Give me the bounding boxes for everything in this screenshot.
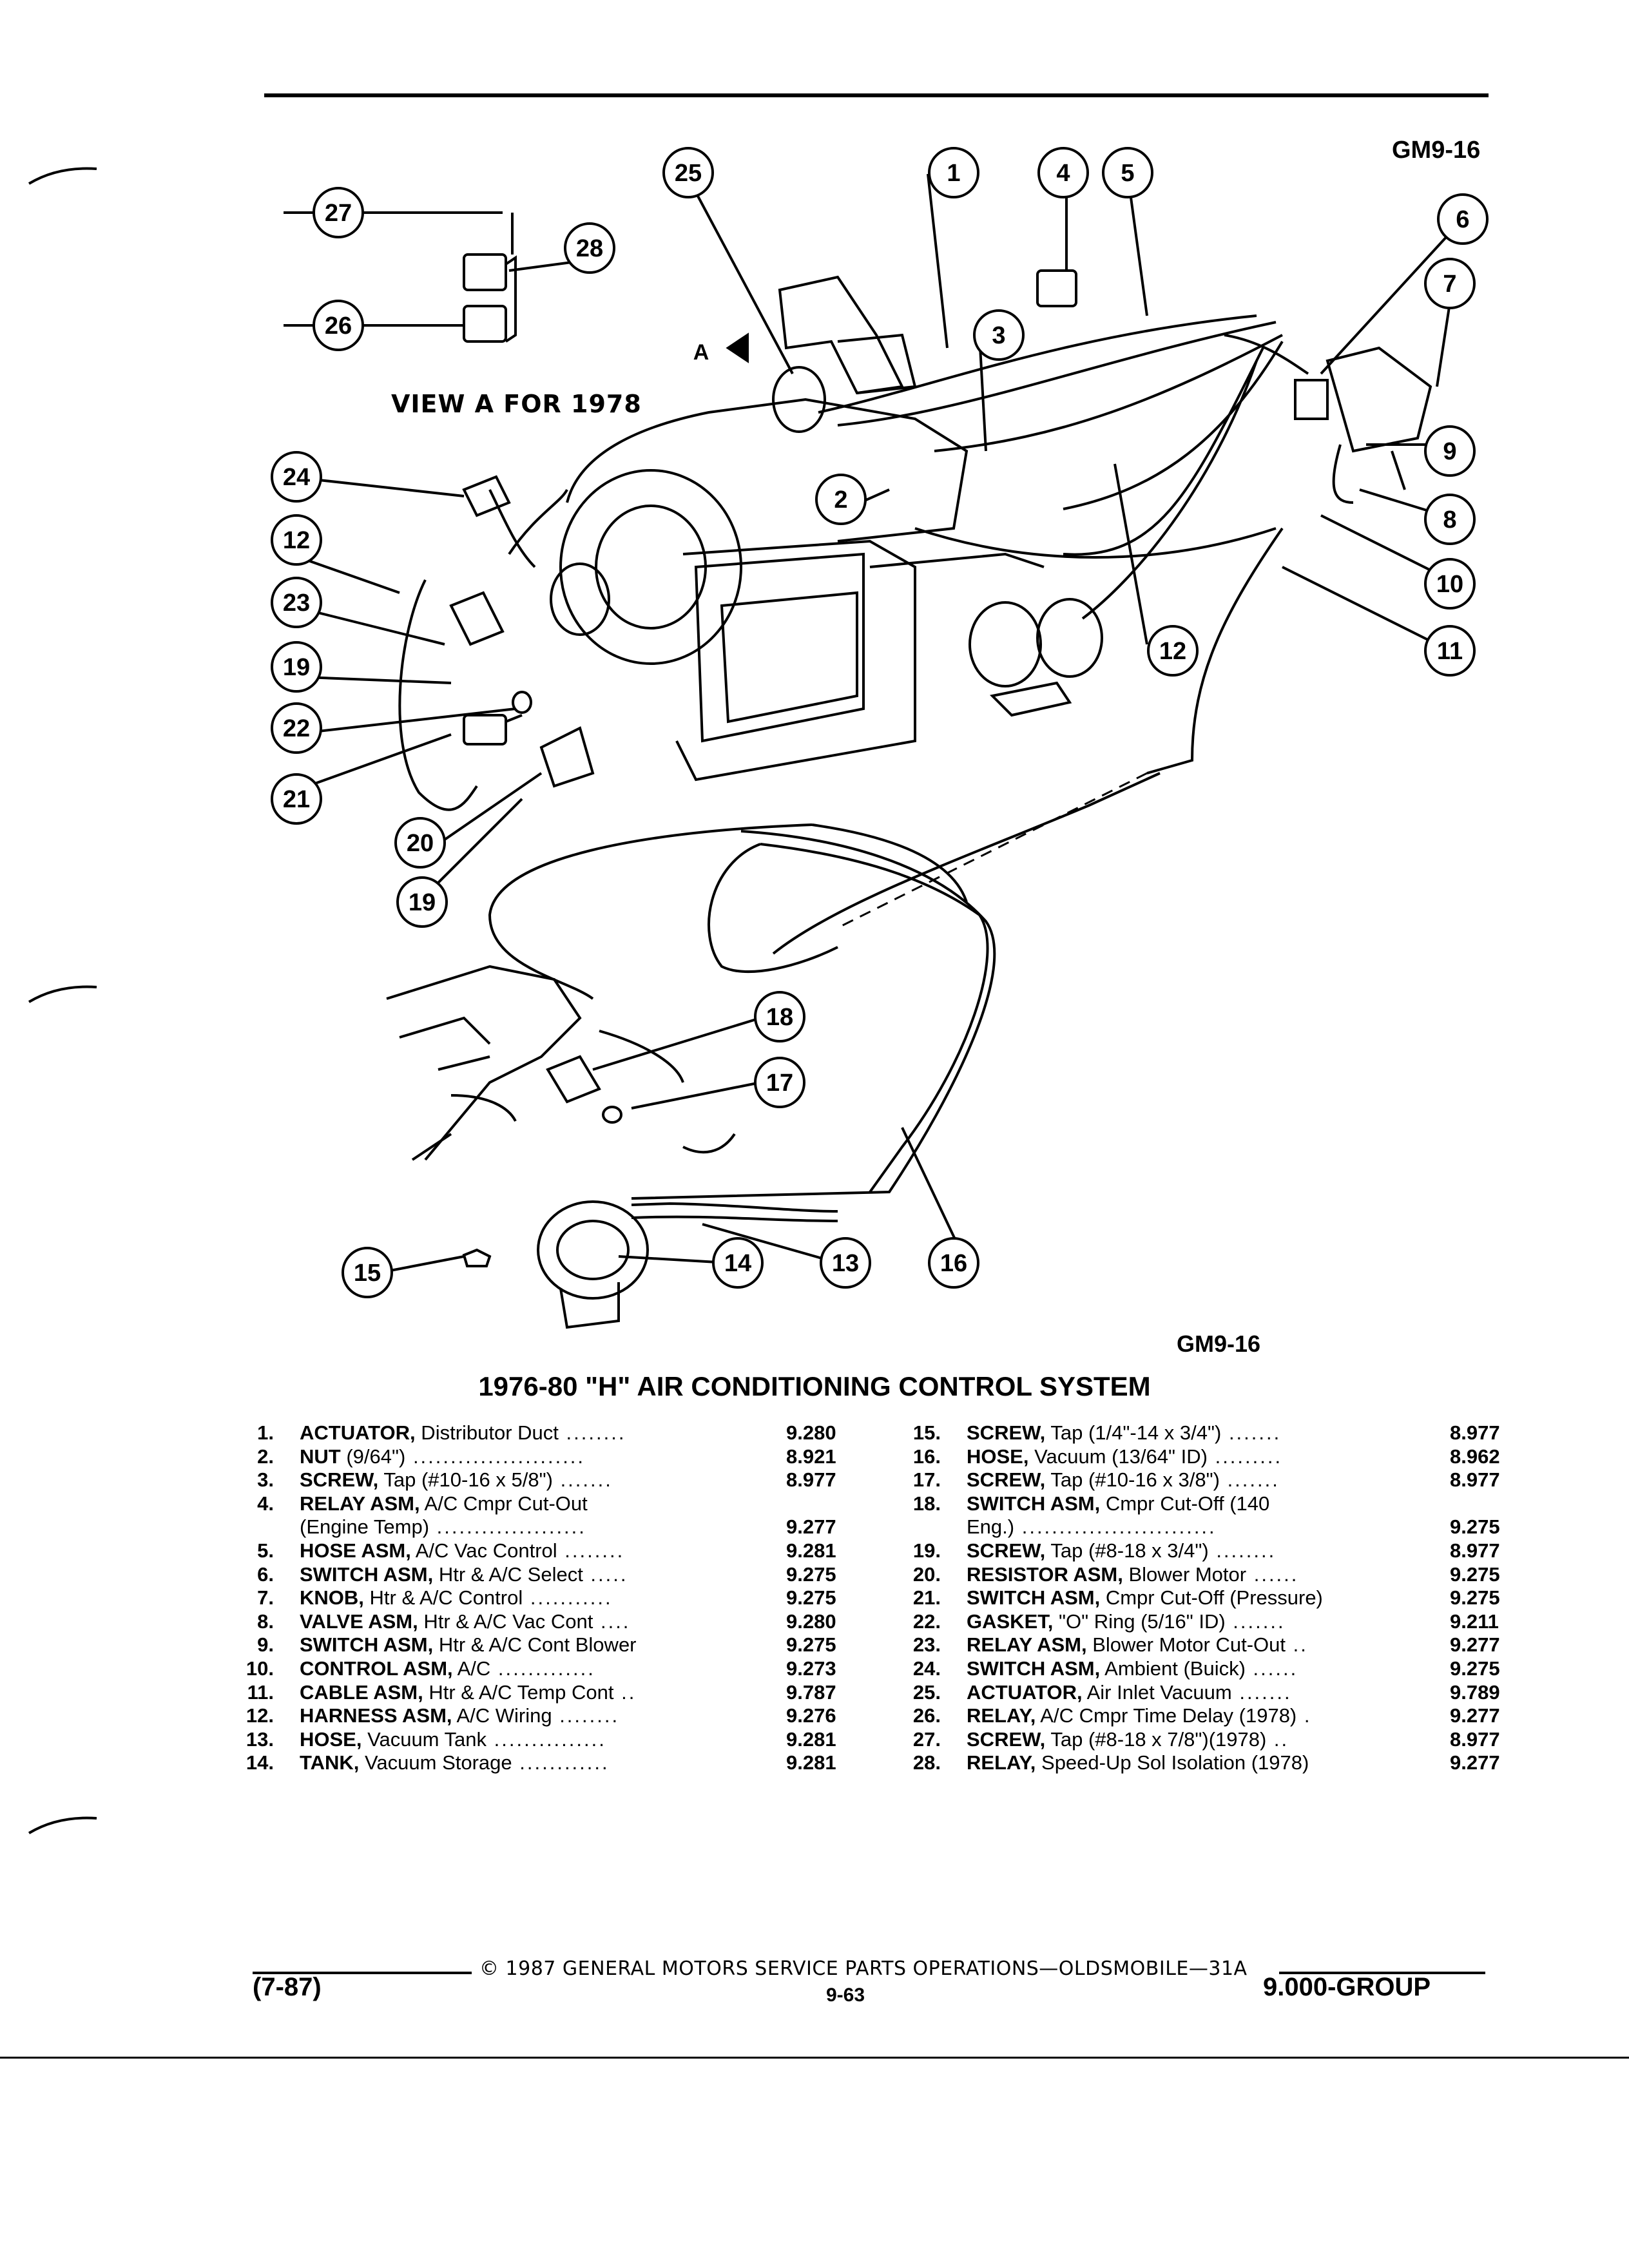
callout-20: 20 <box>407 830 434 857</box>
footer-copyright: © 1987 GENERAL MOTORS SERVICE PARTS OPER… <box>479 1957 1248 1980</box>
callout-22: 22 <box>283 715 310 742</box>
list-item: 26.RELAY, A/C Cmpr Time Delay (1978) .9.… <box>912 1704 1500 1727</box>
view-a-marker: A <box>693 340 709 365</box>
list-item: 17.SCREW, Tap (#10-16 x 3/8") .......8.9… <box>912 1468 1500 1492</box>
list-item: 24.SWITCH ASM, Ambient (Buick) ......9.2… <box>912 1657 1500 1680</box>
bottom-rule <box>0 2057 1629 2059</box>
margin-marks <box>28 167 97 1834</box>
list-item: 27.SCREW, Tap (#8-18 x 7/8")(1978) ..8.9… <box>912 1727 1500 1751</box>
footer-group: 9.000-GROUP <box>1263 1973 1431 2001</box>
list-item: 14.TANK, Vacuum Storage ............9.28… <box>246 1751 836 1774</box>
callout-6: 6 <box>1456 206 1469 233</box>
list-item: 28.RELAY, Speed-Up Sol Isolation (1978)9… <box>912 1751 1500 1774</box>
callout-4: 4 <box>1056 160 1070 187</box>
callout-17: 17 <box>766 1070 793 1097</box>
callout-14: 14 <box>724 1250 751 1277</box>
callout-11: 11 <box>1437 638 1463 665</box>
list-item: 13.HOSE, Vacuum Tank ...............9.28… <box>246 1727 836 1751</box>
callout-18: 18 <box>766 1004 793 1031</box>
footer-rule-right <box>1279 1972 1485 1974</box>
callout-3: 3 <box>992 322 1005 349</box>
callout-21: 21 <box>283 786 310 813</box>
callout-16: 16 <box>940 1250 967 1277</box>
callout-12b: 12 <box>1159 638 1186 665</box>
callout-13: 13 <box>832 1250 859 1277</box>
list-item: 21.SWITCH ASM, Cmpr Cut-Off (Pressure)9.… <box>912 1586 1500 1610</box>
list-item: 2.NUT (9/64") .......................8.9… <box>257 1445 836 1468</box>
list-item: 1.ACTUATOR, Distributor Duct ........9.2… <box>257 1421 836 1444</box>
list-item: 8.VALVE ASM, Htr & A/C Vac Cont ....9.28… <box>257 1610 836 1633</box>
exploded-diagram: 1 2 3 4 5 6 7 8 9 10 11 12 12 13 14 15 1… <box>271 147 1489 1329</box>
callout-25: 25 <box>675 160 702 187</box>
callout-23: 23 <box>283 590 310 617</box>
list-item: 15.SCREW, Tap (1/4"-14 x 3/4") .......8.… <box>912 1421 1500 1444</box>
callout-27: 27 <box>325 200 352 227</box>
top-rule <box>264 93 1489 97</box>
callout-8: 8 <box>1443 506 1456 533</box>
callout-10: 10 <box>1436 571 1463 598</box>
parts-list-left: 1.ACTUATOR, Distributor Duct ........9.2… <box>235 1421 873 1775</box>
callout-9: 9 <box>1443 438 1456 465</box>
callout-26: 26 <box>325 312 352 340</box>
callout-7: 7 <box>1443 271 1456 298</box>
callout-15: 15 <box>354 1260 381 1287</box>
list-item: 22.GASKET, "O" Ring (5/16" ID) .......9.… <box>912 1610 1499 1633</box>
callout-28: 28 <box>576 235 603 262</box>
list-item: 16.HOSE, Vacuum (13/64" ID) .........8.9… <box>912 1445 1500 1468</box>
list-item: 20.RESISTOR ASM, Blower Motor ......9.27… <box>912 1562 1500 1586</box>
footer-date: (7-87) <box>253 1973 322 2001</box>
callout-5: 5 <box>1121 160 1134 187</box>
list-item: 7.KNOB, Htr & A/C Control ...........9.2… <box>257 1586 836 1610</box>
callout-19a: 19 <box>283 654 310 681</box>
list-item: 6.SWITCH ASM, Htr & A/C Select .....9.27… <box>257 1562 836 1586</box>
list-item: 12.HARNESS ASM, A/C Wiring ........9.276 <box>246 1704 836 1727</box>
page-number: 9-63 <box>826 1984 865 2006</box>
callout-19b: 19 <box>409 889 436 916</box>
list-item: 25.ACTUATOR, Air Inlet Vacuum .......9.7… <box>912 1680 1500 1704</box>
callout-1: 1 <box>947 160 960 187</box>
diagram-code-bottom: GM9-16 <box>1177 1331 1261 1357</box>
diagram-code: GM9-16 <box>1392 137 1481 164</box>
parts-list-title: 1976-80 "H" AIR CONDITIONING CONTROL SYS… <box>478 1371 1151 1401</box>
view-label: VIEW A FOR 1978 <box>391 390 642 418</box>
callout-24: 24 <box>283 464 310 491</box>
list-item: 4.RELAY ASM, A/C Cmpr Cut-Out(Engine Tem… <box>257 1492 836 1539</box>
list-item: 11.CABLE ASM, Htr & A/C Temp Cont ..9.78… <box>247 1680 836 1704</box>
callout-2: 2 <box>834 486 847 514</box>
list-item: 19.SCREW, Tap (#8-18 x 3/4") ........8.9… <box>912 1539 1500 1562</box>
callout-12a: 12 <box>283 527 310 554</box>
parts-list-right: 15.SCREW, Tap (1/4"-14 x 3/4") .......8.… <box>902 1421 1521 1775</box>
list-item: 10.CONTROL ASM, A/C .............9.273 <box>246 1657 836 1680</box>
list-item: 5.HOSE ASM, A/C Vac Control ........9.28… <box>257 1539 836 1562</box>
footer-rule-left <box>253 1972 472 1974</box>
list-item: 23.RELAY ASM, Blower Motor Cut-Out ..9.2… <box>912 1633 1500 1657</box>
list-item: 3.SCREW, Tap (#10-16 x 5/8") .......8.97… <box>257 1468 836 1492</box>
